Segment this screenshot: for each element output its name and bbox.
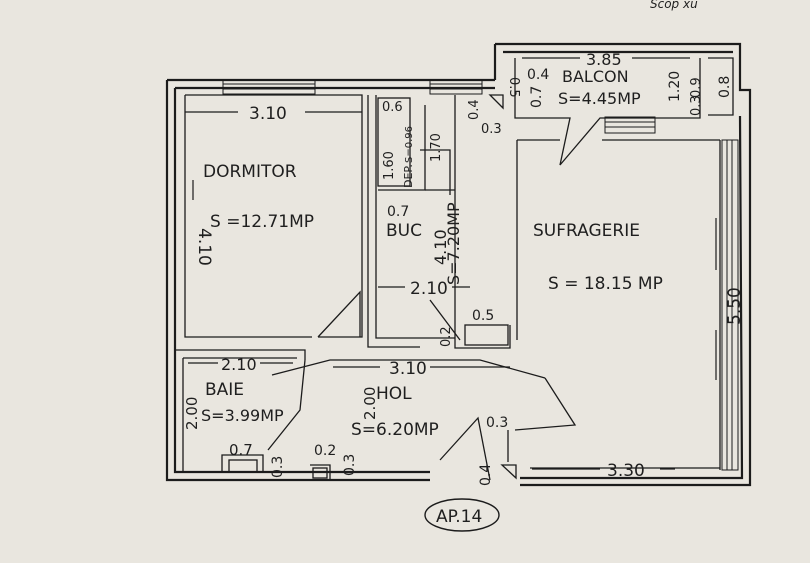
room-buc [367, 79, 511, 349]
label-baie: BAIE [205, 380, 244, 400]
dim-balcon-a: 0.4 [527, 67, 549, 83]
dim-hol-f: 0.4 [478, 464, 494, 486]
dim-hol-b: 0.3 [342, 454, 358, 476]
room-balcon [514, 57, 734, 166]
area-depozit: S=0.96 [404, 126, 415, 163]
dim-baie-side: 0.3 [270, 456, 286, 478]
label-balcon: BALCON [562, 67, 629, 86]
dim-hol-height: 2.00 [361, 387, 379, 420]
dim-balcon-e: 0.8 [717, 76, 733, 98]
room-hol [271, 359, 577, 481]
dim-dep-width: 0.6 [382, 100, 403, 115]
dim-dep-height: 1.60 [382, 151, 397, 180]
label-dormitor: DORMITOR [203, 162, 297, 182]
corner-text: Scop xu [650, 0, 698, 11]
dim-balcon-left: 0.5 [506, 77, 521, 98]
area-buc: S=7.20MP [444, 202, 463, 285]
dim-dormitor-width: 3.10 [249, 104, 287, 124]
dim-dormitor-height: 4.10 [194, 228, 214, 266]
area-hol: S=6.20MP [351, 420, 439, 440]
dim-buc-width: 2.10 [410, 279, 448, 299]
dim-hol-d: 0.5 [472, 308, 494, 324]
dim-baie-height: 2.00 [183, 397, 201, 430]
room-sufragerie [516, 139, 739, 471]
dim-sufragerie-width: 3.30 [607, 461, 645, 481]
dim-baie-width: 2.10 [221, 355, 257, 374]
area-balcon: S=4.45MP [558, 89, 641, 108]
apartment-label-oval [424, 498, 500, 532]
dim-buc-small: 0.7 [387, 204, 409, 220]
dim-balcon-width: 3.85 [586, 50, 622, 69]
apartment-label: AP.14 [436, 507, 482, 527]
label-buc: BUC [386, 221, 422, 241]
outer-walls [165, 42, 752, 487]
room-dormitor [184, 79, 363, 338]
dim-buc-height: 4.10 [431, 229, 450, 265]
dim-hol-a: 0.2 [314, 443, 336, 459]
dim-balcon-d: 0.9 [689, 77, 704, 98]
room-baie [175, 349, 306, 473]
dim-baie-small: 0.7 [229, 441, 253, 459]
dim-top-b: 0.3 [481, 122, 502, 137]
dim-hol-c: 0.2 [439, 326, 454, 347]
label-sufragerie: SUFRAGERIE [533, 221, 640, 241]
area-dormitor: S =12.71MP [210, 212, 314, 232]
dim-sufragerie-height: 5.50 [725, 287, 745, 325]
dim-balcon-c: 1.20 [667, 71, 683, 102]
area-sufragerie: S = 18.15 MP [548, 274, 663, 294]
dim-balcon-f: 0.3 [689, 95, 704, 116]
area-baie: S=3.99MP [201, 406, 284, 425]
label-hol: HOL [376, 384, 412, 404]
dim-hol-width: 3.10 [389, 359, 427, 379]
dim-top-a: 0.4 [467, 99, 482, 120]
dim-hol-e: 0.3 [486, 415, 508, 431]
dim-dep-side: 1.70 [429, 133, 444, 162]
label-depozit: DEP. [402, 164, 415, 188]
dim-balcon-b: 0.7 [529, 86, 545, 108]
